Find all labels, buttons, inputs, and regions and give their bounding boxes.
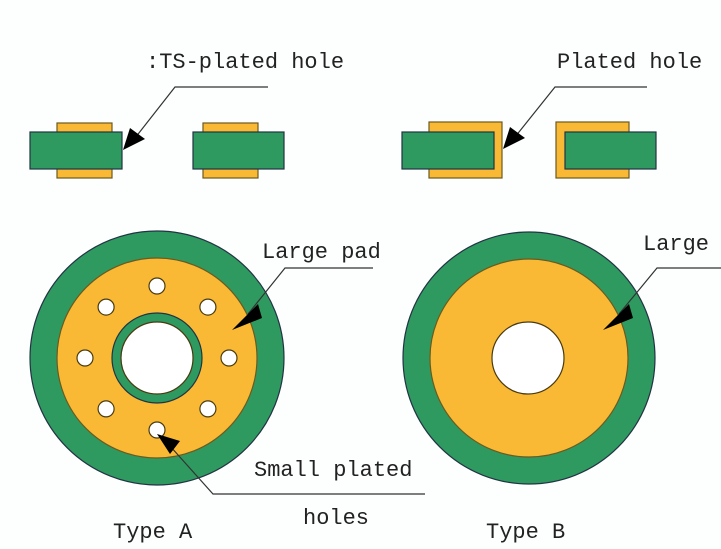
small-plated-holes xyxy=(76,277,238,439)
type-a-label: Type A xyxy=(113,520,193,545)
small-plated-hole xyxy=(148,277,166,295)
small-plated-hole xyxy=(97,298,115,316)
large-pad-b-leader xyxy=(603,267,721,330)
ts-plated-hole-label: :TS-plated hole xyxy=(146,50,344,75)
small-plated-hole xyxy=(76,349,94,367)
plated-hole-leader xyxy=(503,86,647,149)
small-plated-label: Small plated xyxy=(254,458,412,483)
large-pad-a-leader xyxy=(232,267,373,330)
small-plated-hole xyxy=(97,400,115,418)
plated-cross-section xyxy=(401,121,657,179)
small-plated-hole xyxy=(148,421,166,439)
large-pad-b-label: Large xyxy=(643,232,709,257)
ts-plated-leader xyxy=(123,86,268,150)
holes-label: holes xyxy=(303,506,369,531)
large-pad-a-label: Large pad xyxy=(262,240,381,265)
type-b-pad xyxy=(402,231,656,485)
small-holes-leader xyxy=(157,434,425,495)
plated-hole-label: Plated hole xyxy=(557,50,702,75)
type-a-pad xyxy=(29,230,285,486)
ts-plated-cross-section xyxy=(29,122,285,179)
small-plated-hole xyxy=(220,349,238,367)
type-b-label: Type B xyxy=(486,520,565,545)
small-plated-hole xyxy=(199,400,217,418)
small-plated-hole xyxy=(199,298,217,316)
